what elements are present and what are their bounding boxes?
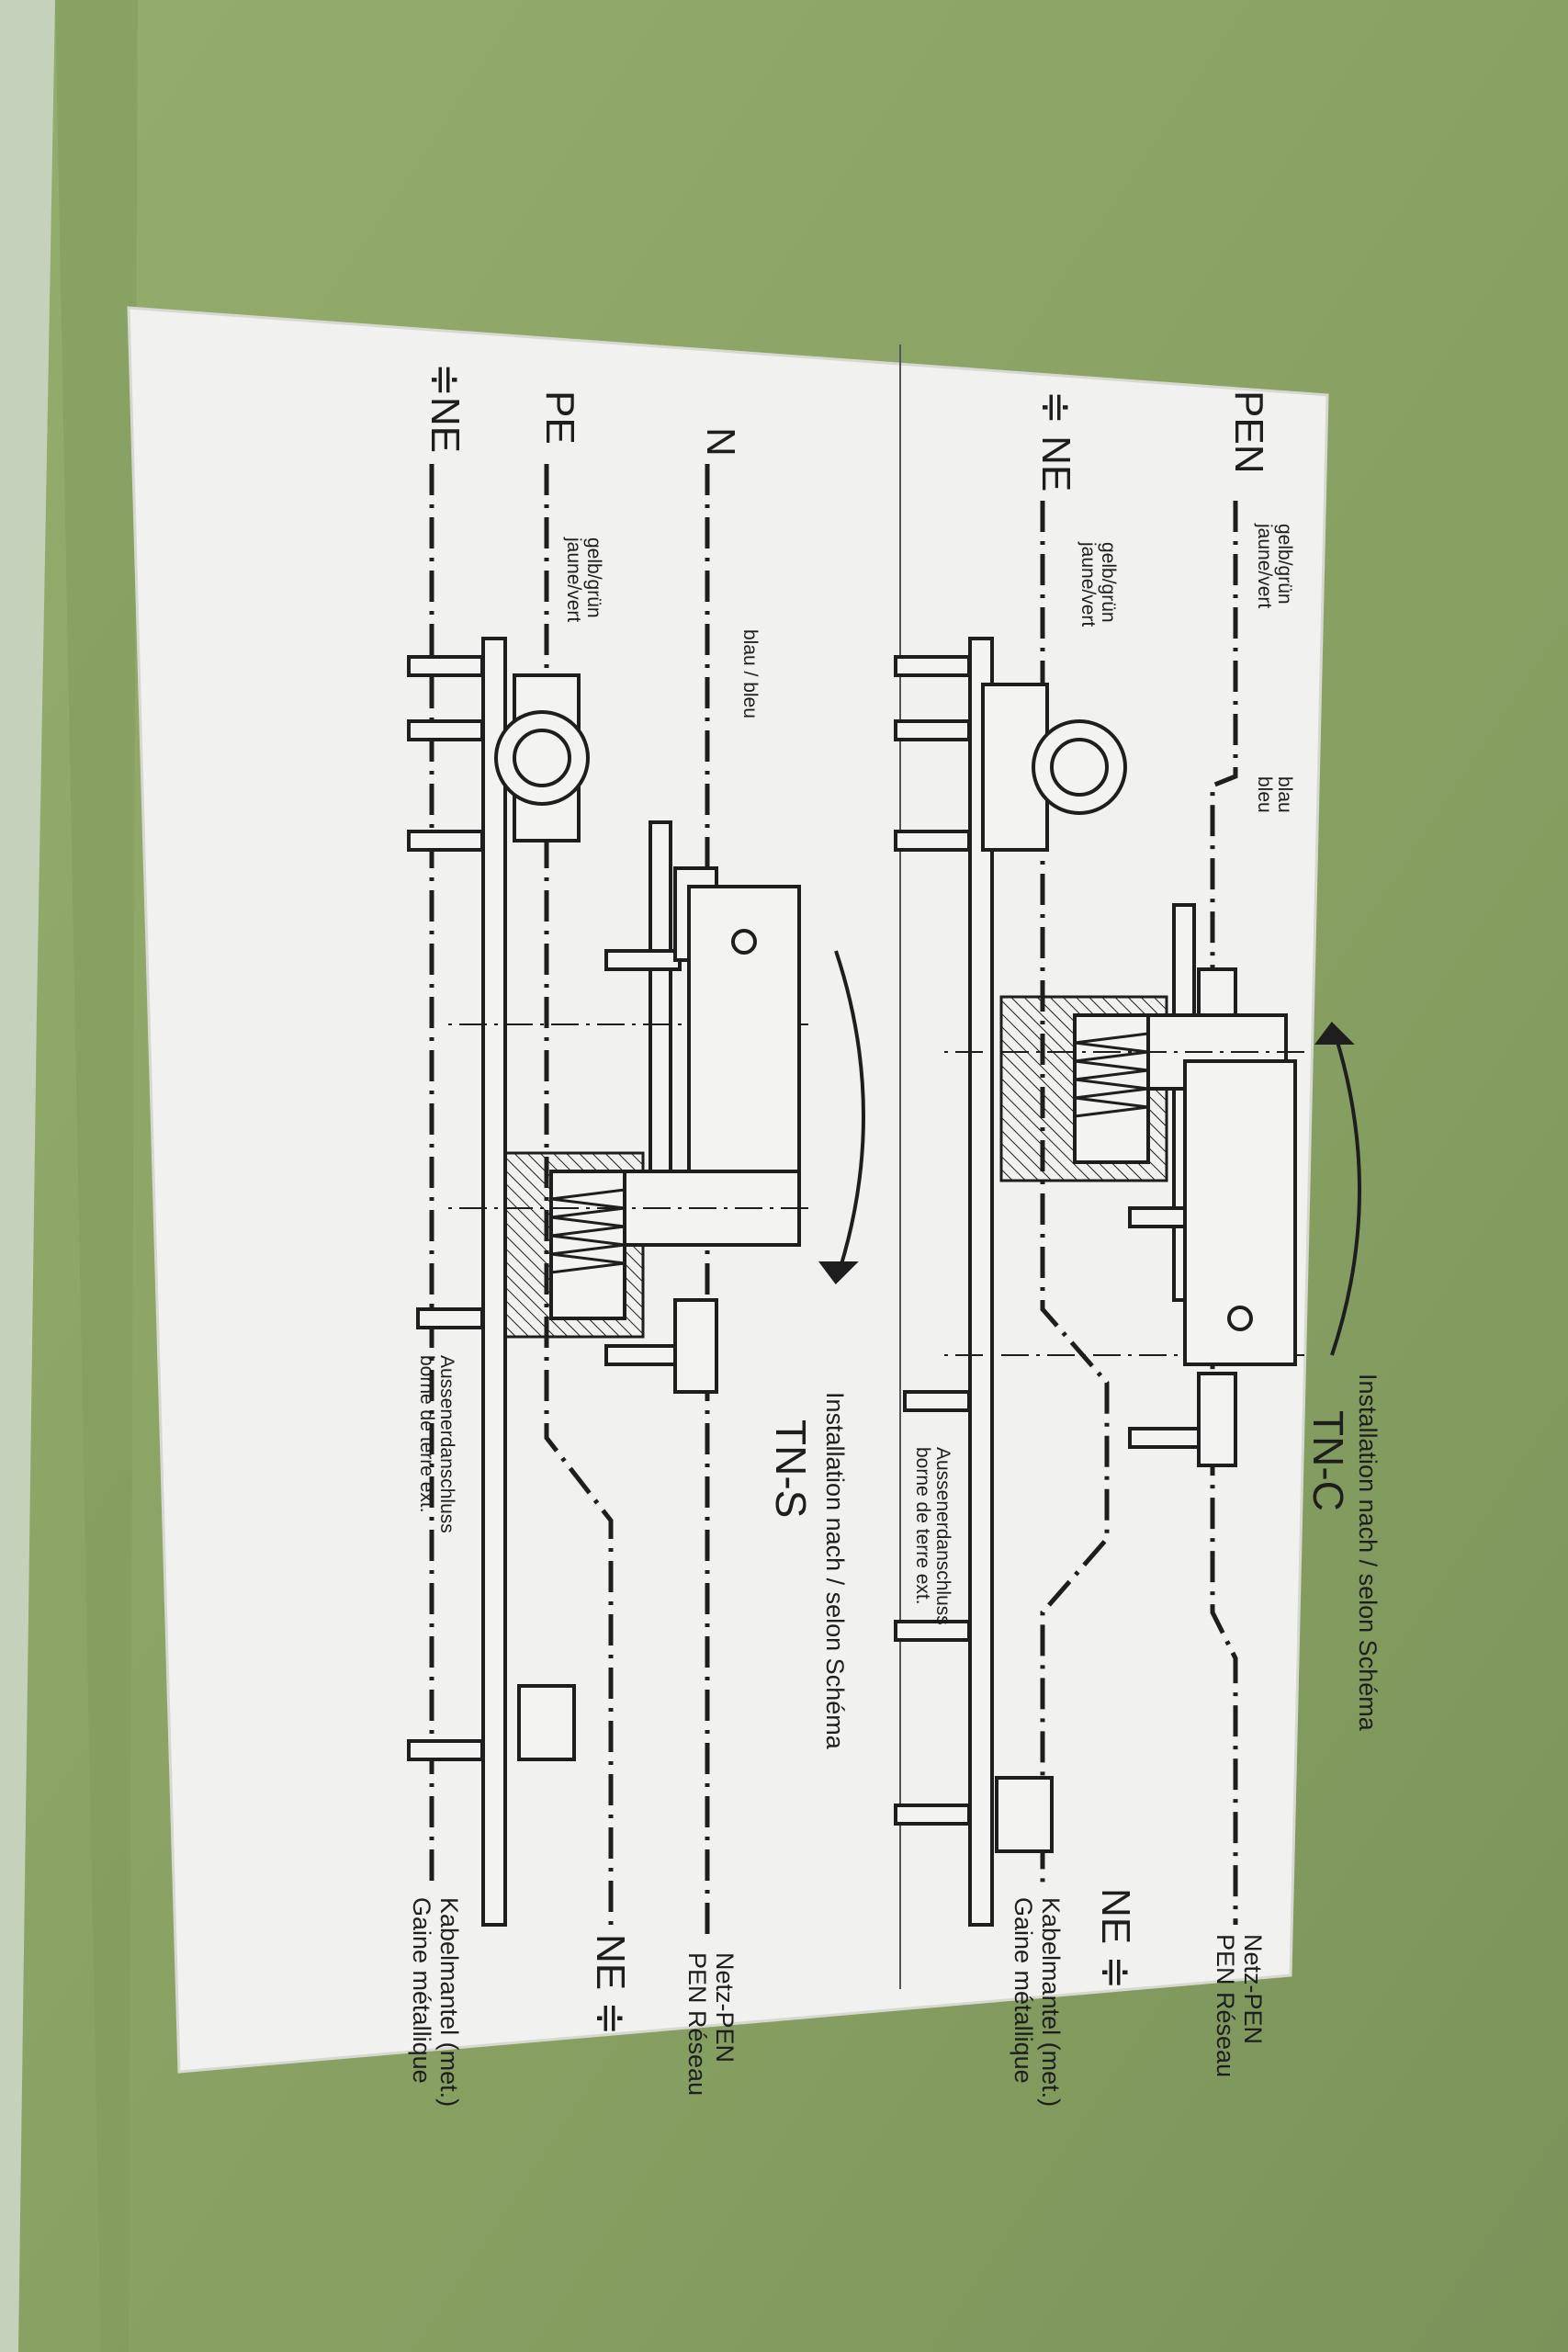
tn-s-color-de: gelb/grün (583, 537, 604, 618)
label-content: PEN ≑ NE gelb/grün jaune/vert gelb/grün … (407, 345, 1382, 2107)
tn-c-bolt-1 (894, 655, 971, 677)
tn-s-rotation-arrowhead (818, 1261, 859, 1285)
tn-c-bolt-3 (894, 830, 971, 852)
tn-c-earth-de: Aussenerdanschluss (932, 1447, 953, 1625)
tn-s-ne-left-label: ≑NE (423, 363, 468, 453)
tn-c-netz-pen: Netz-PEN (1239, 1934, 1267, 2044)
tn-c-earth-fr: borne de terre ext. (912, 1447, 933, 1605)
tn-s-lever (687, 885, 801, 1173)
tn-s-netz-pen: Netz-PEN (711, 1952, 739, 2063)
tn-s-spring (550, 1188, 626, 1274)
tn-c-rotation-arrow (1330, 1023, 1361, 1356)
tn-s-bolt-3 (407, 830, 484, 852)
tn-s-ne-right-label: NE ≑ (588, 1934, 633, 2035)
tn-s-diagram: N PE ≑NE blau / bleu gelb/grün jaune/ver… (407, 363, 865, 2107)
tn-c-spring (1074, 1032, 1149, 1118)
tn-s-pe-wire (544, 464, 614, 1925)
tn-c-color-fr: jaune/vert (1077, 541, 1099, 627)
tn-s-pe-left-label: PE (537, 390, 582, 445)
tn-s-pen-reseau: PEN Réseau (683, 1952, 711, 2096)
tn-s-kabelmantel: Kabelmantel (met.) (435, 1897, 463, 2107)
tn-c-pen-reseau: PEN Réseau (1212, 1934, 1239, 2077)
tn-c-busbar (968, 637, 994, 1927)
tn-c-ne-wire (1040, 501, 1110, 1888)
tn-c-bolt-8 (894, 1804, 971, 1826)
tn-c-scheme-caption: Installation nach / selon Schéma (1354, 1374, 1382, 1732)
tn-s-cable-core (513, 729, 571, 787)
tn-c-terminal-2 (1197, 1372, 1237, 1467)
tn-s-bolt-6 (407, 1739, 484, 1761)
tn-c-cable-core (1050, 738, 1109, 797)
tn-s-scheme-caption: Installation nach / selon Schéma (821, 1392, 849, 1750)
tn-c-ne-right-label: NE ≑ (1093, 1888, 1138, 1989)
tn-s-terminal-3 (517, 1684, 576, 1761)
tn-c-gaine: Gaine métallique (1010, 1897, 1037, 2084)
tn-c-bolt-2 (894, 719, 971, 741)
tn-s-bolt-1 (407, 655, 484, 677)
tn-s-rotation-arrow (834, 950, 865, 1283)
tn-c-diagram: PEN ≑ NE gelb/grün jaune/vert gelb/grün … (894, 390, 1382, 2107)
tn-c-ne-left-label: ≑ NE (1033, 390, 1078, 492)
tn-s-terminal-2 (673, 1298, 718, 1394)
tn-s-busbar (481, 637, 507, 1927)
tn-c-pen-color-fr: jaune/vert (1254, 523, 1275, 608)
panel-edge (0, 0, 55, 2352)
tn-s-earth-bolt (416, 1307, 484, 1329)
tn-c-lever-pin (1227, 1306, 1253, 1331)
tn-c-earth-bolt (903, 1390, 971, 1412)
tn-s-title: TN-S (767, 1419, 815, 1518)
tn-c-terminal-3 (995, 1776, 1054, 1853)
tn-c-bolt-6 (1128, 1427, 1205, 1449)
tn-c-kabelmantel: Kabelmantel (met.) (1037, 1897, 1065, 2107)
tn-c-blue-fr: bleu (1254, 776, 1275, 813)
tn-s-bolt-2 (407, 719, 484, 741)
tn-s-n-left-label: N (698, 427, 743, 457)
tn-s-bolt-4 (604, 949, 682, 971)
tn-c-blue-de: blau (1274, 776, 1295, 813)
tn-c-color-de: gelb/grün (1098, 542, 1119, 623)
panel-fold-shadow (55, 0, 138, 2352)
tn-s-lever-pin (731, 929, 757, 955)
tn-s-gaine: Gaine métallique (408, 1897, 435, 2084)
tn-c-pen-color-de: gelb/grün (1274, 524, 1295, 605)
tn-c-pen-left-label: PEN (1226, 390, 1271, 473)
tn-s-upper-bar (649, 820, 672, 1219)
tn-c-rotation-arrowhead (1314, 1021, 1355, 1045)
tn-c-lever (1183, 1059, 1297, 1366)
tn-s-earth-de: Aussenerdanschluss (436, 1355, 457, 1533)
tn-s-blue-note: blau / bleu (739, 629, 761, 718)
tn-s-bolt-5 (604, 1344, 682, 1366)
tn-c-title: TN-C (1304, 1410, 1352, 1511)
tn-s-earth-fr: borne de terre ext. (416, 1355, 437, 1513)
tn-s-color-fr: jaune/vert (563, 537, 584, 622)
tn-c-bolt-7 (894, 1620, 971, 1642)
